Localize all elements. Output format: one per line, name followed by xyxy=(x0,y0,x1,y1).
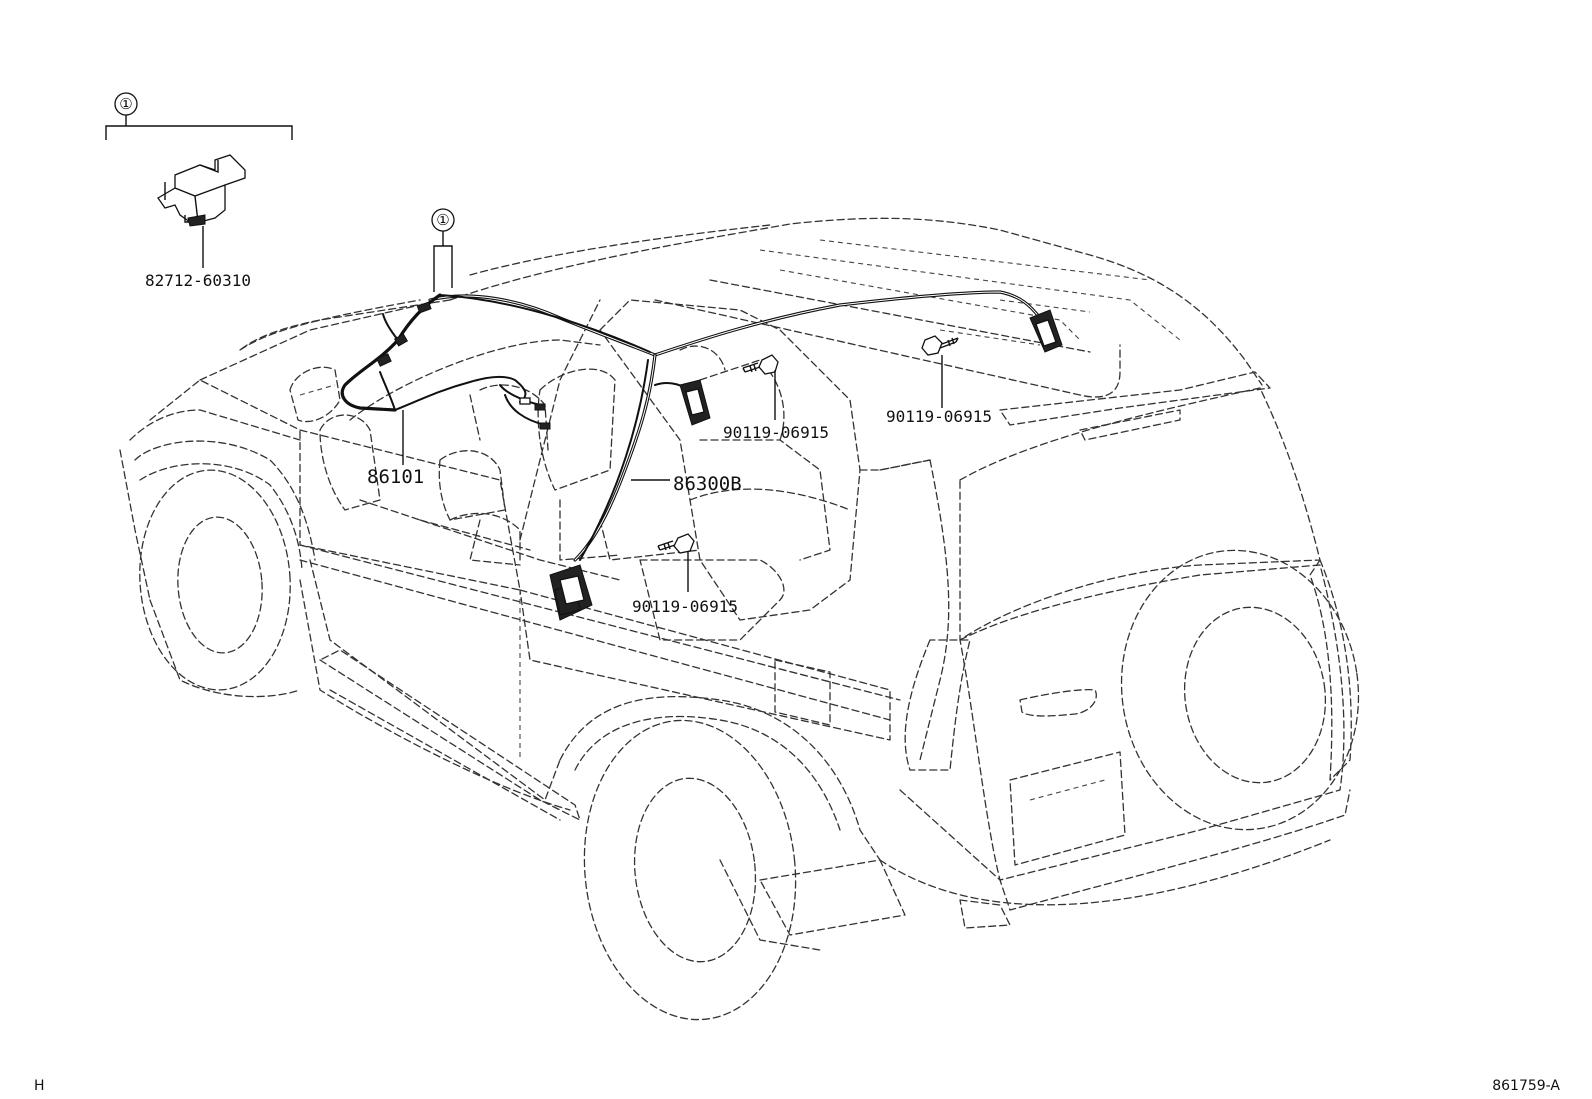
part-label-harness-roof: 86300B xyxy=(673,473,742,495)
footer-left-mark: H xyxy=(34,1078,45,1094)
vehicle-outline xyxy=(119,217,1360,1021)
callout-bracket-top xyxy=(105,92,293,140)
callout-bracket-group-label: ① xyxy=(119,95,132,113)
part-label-bolt-center: 90119-06915 xyxy=(723,423,829,442)
leader-lines xyxy=(202,226,943,592)
illustration-id: 861759-A xyxy=(1492,1078,1560,1094)
connectors xyxy=(376,301,1063,621)
part-label-bolt-floor: 90119-06915 xyxy=(632,597,738,616)
part-label-harness-front: 86101 xyxy=(367,466,424,488)
callout-bracket-harness xyxy=(431,208,455,292)
wire-harness xyxy=(340,290,1042,562)
part-label-bolt-roof-right: 90119-06915 xyxy=(886,407,992,426)
callout-harness-group-label: ① xyxy=(436,211,449,229)
bracket-icon xyxy=(157,154,246,227)
bolt-roof-right-icon xyxy=(921,335,959,356)
bolt-floor-icon xyxy=(657,533,695,554)
part-label-bracket: 82712-60310 xyxy=(145,271,251,290)
